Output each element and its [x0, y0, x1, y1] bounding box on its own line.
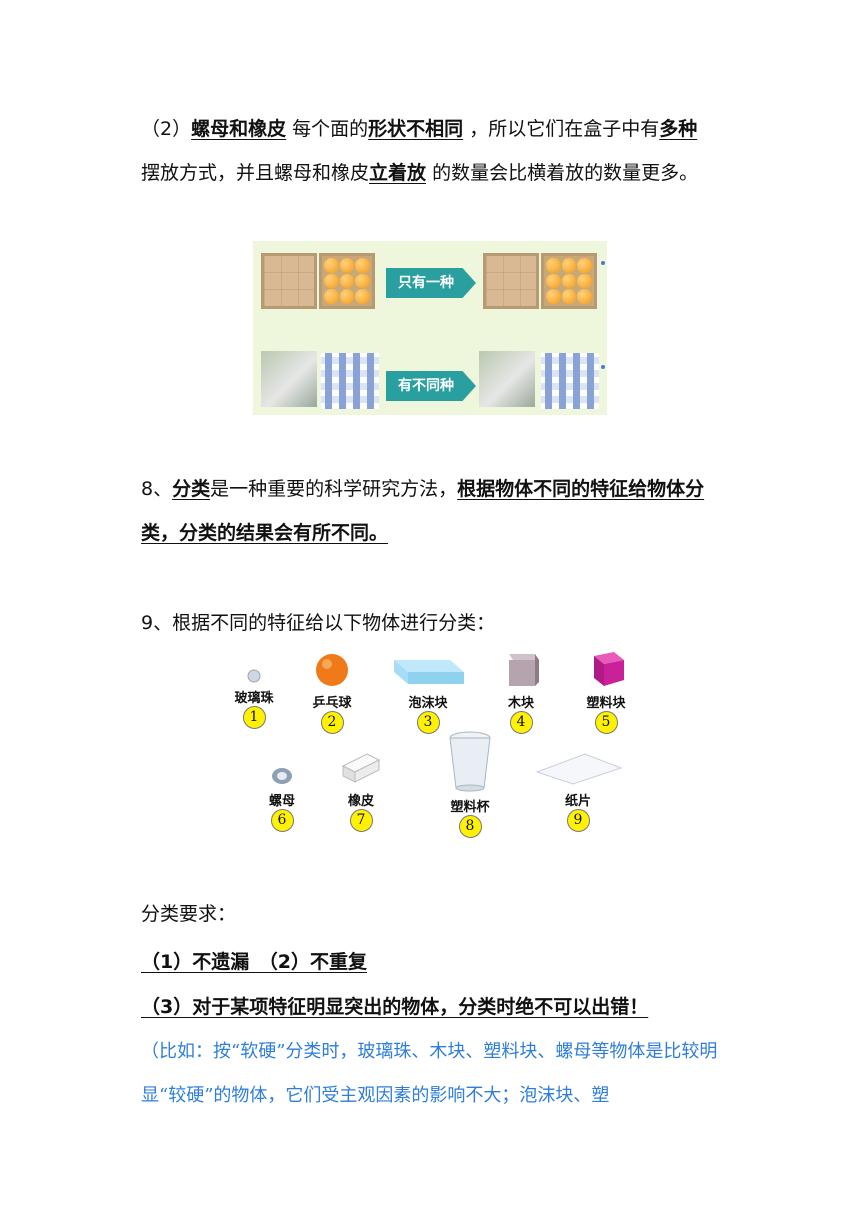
nut-icon	[272, 768, 292, 784]
arrow-different-kinds: 有不同种	[386, 371, 476, 401]
underline-standing: 立着放	[369, 162, 427, 184]
object-foam-block: 泡沫块 3	[388, 654, 468, 734]
plastic-cup-icon	[449, 731, 491, 792]
nuts-box-photo	[479, 351, 535, 407]
underline-multiple: 多种	[659, 118, 698, 140]
paragraph-8: 8、分类是一种重要的科学研究方法，根据物体不同的特征给物体分类，分类的结果会有所…	[141, 478, 705, 544]
object-wood-block: 木块 4	[496, 652, 546, 734]
object-eraser: 橡皮 7	[338, 746, 384, 832]
object-nut: 螺母 6	[262, 766, 302, 832]
object-glass-bead: 玻璃珠 1	[226, 668, 282, 729]
dot-marker	[601, 261, 605, 265]
requirement-3: （3）对于某项特征明显突出的物体，分类时绝不可以出错！	[141, 996, 649, 1018]
wood-blocks-box-result	[483, 253, 539, 309]
requirement-1-2: （1）不遗漏 （2）不重复	[141, 951, 367, 973]
dot-marker	[601, 365, 605, 369]
eraser-icon	[341, 753, 381, 783]
requirements-heading: 分类要求：	[141, 903, 237, 925]
example-note: （比如：按“软硬”分类时，玻璃珠、木块、塑料块、螺母等物体是比较明显“较硬”的物…	[141, 1041, 718, 1106]
erasers-group	[321, 353, 379, 409]
underline-classification: 分类	[172, 478, 211, 500]
erasers-group-result	[541, 353, 599, 409]
underline-classify-by-features: 根据物体不同的特征给物体分类，分类的结果会有所不同。	[141, 478, 705, 544]
underline-shape-different: 形状不相同	[368, 118, 464, 140]
object-paper: 纸片 9	[532, 750, 624, 832]
paragraph-2: （2）螺母和橡皮 每个面的形状不相同 ，所以它们在盒子中有多种 摆放方式，并且螺…	[141, 118, 699, 184]
ping-pong-box	[319, 253, 375, 309]
glass-bead-icon	[247, 669, 261, 683]
arrow-only-one: 只有一种	[386, 268, 476, 298]
object-ping-pong: 乒乓球 2	[303, 652, 361, 734]
plastic-block-icon	[594, 652, 624, 686]
foam-block-icon	[394, 660, 464, 684]
underline-nut-eraser: 螺母和橡皮	[191, 118, 287, 140]
ping-pong-box-result	[541, 253, 597, 309]
object-plastic-cup: 塑料杯 8	[444, 730, 496, 838]
object-plastic-block: 塑料块 5	[580, 652, 632, 734]
hand-placing-nuts-photo	[261, 351, 317, 407]
wood-blocks-box	[261, 253, 317, 309]
paragraph-9: 9、根据不同的特征给以下物体进行分类：	[141, 612, 496, 634]
paper-sheet-icon	[535, 753, 623, 785]
arrangement-figure: 只有一种 有不同种	[253, 241, 607, 415]
wood-block-icon	[509, 654, 539, 686]
ping-pong-ball-icon	[316, 654, 348, 686]
